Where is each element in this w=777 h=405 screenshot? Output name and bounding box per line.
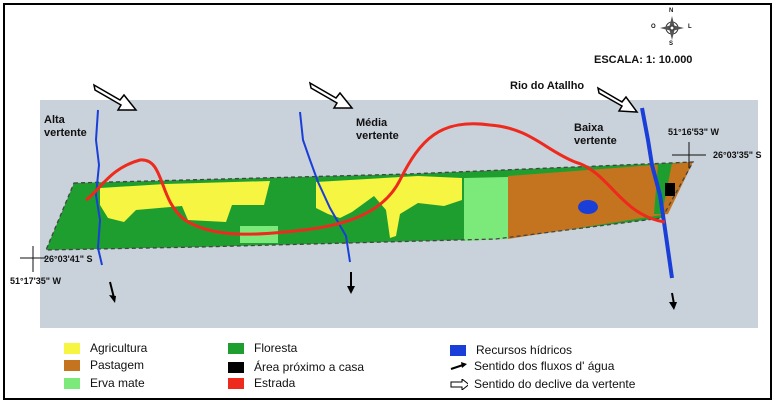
compass-o: O <box>651 24 656 30</box>
coord-ne-w: 51°16'53" W <box>668 127 720 137</box>
house <box>665 183 675 196</box>
legend-recursos: Recursos hídricos <box>450 343 572 357</box>
legend-recursos-label: Recursos hídricos <box>476 343 573 357</box>
stream-middle <box>299 111 351 263</box>
swatch-casa <box>228 361 244 373</box>
legend-casa: Área próximo a casa <box>228 360 364 374</box>
legend-fluxos: Sentido dos fluxos d' água <box>450 359 614 373</box>
legend-erva-label: Erva mate <box>90 376 145 390</box>
legend-declive-label: Sentido do declive da vertente <box>474 377 636 391</box>
scale-label: ESCALA: 1: 10.000 <box>594 54 693 66</box>
compass-l: L <box>688 24 692 30</box>
compass-s: S <box>669 41 674 47</box>
erva-mate-area <box>464 177 508 241</box>
legend-pastagem: Pastagem <box>64 358 144 372</box>
media-vertente-label: Média vertente <box>356 117 399 142</box>
swatch-floresta <box>228 342 244 354</box>
legend-erva: Erva mate <box>64 376 145 390</box>
pastagem-area <box>508 162 693 239</box>
compass-rose <box>660 16 684 40</box>
legend-fluxos-label: Sentido dos fluxos d' água <box>474 359 615 373</box>
compass-n: N <box>669 8 674 14</box>
slope-arrows <box>92 81 639 113</box>
coord-crosshairs <box>20 142 706 272</box>
strip-boundary <box>45 161 695 251</box>
slope-arrow-icon <box>450 378 468 390</box>
legend-agricultura-label: Agricultura <box>90 341 148 355</box>
swatch-estrada <box>228 377 244 389</box>
swatch-agricultura <box>64 342 80 354</box>
legend-estrada: Estrada <box>228 376 295 390</box>
legend-declive: Sentido do declive da vertente <box>450 377 635 391</box>
baixa-vertente-label: Baixa vertente <box>574 122 617 147</box>
rio-label: Rio do Atallho <box>510 80 585 92</box>
agricultura-area-east <box>316 176 462 238</box>
alta-vertente-label: Alta vertente <box>44 114 87 139</box>
swatch-pastagem <box>64 359 80 371</box>
road <box>85 122 666 236</box>
legend-floresta: Floresta <box>228 341 297 355</box>
swatch-erva <box>64 377 80 389</box>
coord-sw-w: 51°17'35" W <box>10 276 62 286</box>
legend-floresta-label: Floresta <box>254 341 298 355</box>
legend-estrada-label: Estrada <box>254 376 296 390</box>
flow-arrow-icon <box>450 361 467 370</box>
coord-sw-s: 26°03'41" S <box>44 254 93 264</box>
legend-casa-label: Área próximo a casa <box>254 360 365 374</box>
pond <box>578 200 598 214</box>
flow-arrows <box>109 272 677 310</box>
agricultura-area-west <box>100 181 270 222</box>
stream-west <box>94 109 103 266</box>
legend-pastagem-label: Pastagem <box>90 358 145 372</box>
rio-do-atallho <box>640 107 674 279</box>
floresta-river-area <box>654 163 672 214</box>
coord-ne-s: 26°03'35" S <box>713 150 762 160</box>
swatch-recursos <box>450 344 466 356</box>
legend-agricultura: Agricultura <box>64 341 147 355</box>
